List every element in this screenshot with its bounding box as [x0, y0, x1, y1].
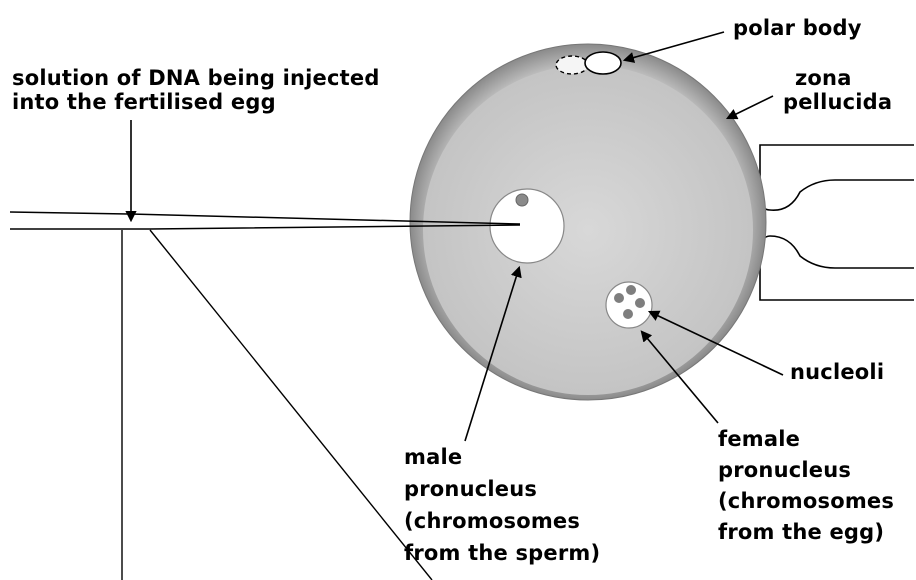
nucleoli-label-line: nucleoli — [790, 360, 884, 384]
zona-pellucida-label-line: zona — [783, 66, 892, 90]
holding-pipette-lower — [760, 236, 914, 300]
holding-pipette — [760, 145, 914, 210]
female-pronucleus-label-line: pronucleus — [718, 455, 894, 486]
female-pronucleus-label: female pronucleus (chromosomes from the … — [718, 424, 894, 548]
polar-body-label: polar body — [733, 16, 862, 40]
injection-label-line: into the fertilised egg — [12, 90, 380, 114]
polar-body-dashed — [556, 56, 588, 74]
male-nucleolus — [516, 194, 528, 206]
female-nucleolus — [626, 285, 636, 295]
zona-pellucida-label-line: pellucida — [783, 90, 892, 114]
male-pronucleus-label-line: pronucleus — [404, 473, 600, 505]
polar-body — [585, 52, 621, 74]
female-pronucleus-label-line: from the egg) — [718, 517, 894, 548]
male-pronucleus-label-line: (chromosomes — [404, 505, 600, 537]
support-line-diagonal — [150, 230, 432, 580]
female-nucleolus — [635, 298, 645, 308]
male-pronucleus-label: male pronucleus (chromosomes from the sp… — [404, 441, 600, 569]
male-pronucleus-label-line: from the sperm) — [404, 537, 600, 569]
female-nucleolus — [614, 293, 624, 303]
male-pronucleus-label-line: male — [404, 441, 600, 473]
polar-body-label-line: polar body — [733, 16, 862, 40]
zona-pellucida-arrow — [728, 96, 773, 118]
nucleoli-label: nucleoli — [790, 360, 884, 384]
female-pronucleus-label-line: (chromosomes — [718, 486, 894, 517]
female-nucleolus — [623, 309, 633, 319]
polar-body-arrow — [625, 32, 724, 60]
injection-label: solution of DNA being injected into the … — [12, 66, 380, 114]
injection-label-line: solution of DNA being injected — [12, 66, 380, 90]
female-pronucleus-label-line: female — [718, 424, 894, 455]
cytoplasm — [423, 65, 753, 395]
zona-pellucida-label: zona pellucida — [783, 66, 892, 114]
